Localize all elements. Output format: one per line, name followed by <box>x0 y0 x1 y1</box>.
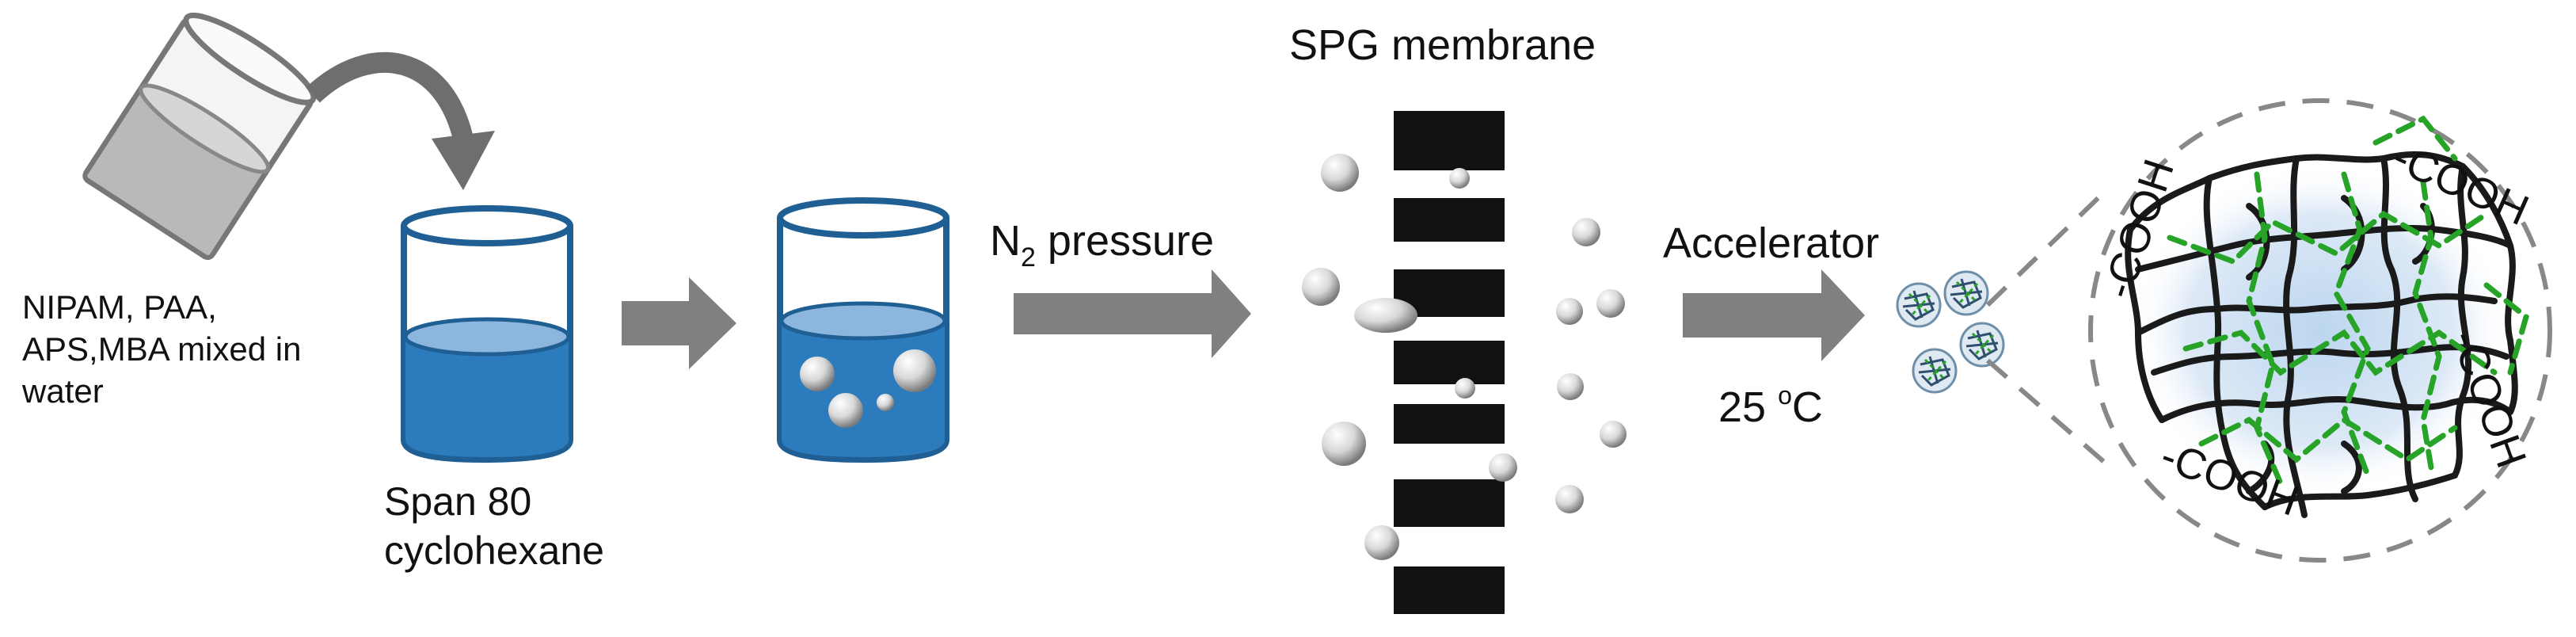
droplet <box>1364 525 1399 560</box>
temperature-value: 25 <box>1718 383 1778 431</box>
reagent-vial <box>82 12 317 261</box>
zoom-line-bottom <box>1986 358 2112 470</box>
oil-phase-beaker <box>401 205 573 463</box>
n2-pressure-label: N2 pressure <box>990 217 1214 273</box>
microgel-particle <box>1959 322 2005 368</box>
membrane-title: SPG membrane <box>1289 21 1596 69</box>
pour-arrowhead <box>432 131 495 190</box>
temperature-label: 25 oC <box>1718 381 1823 431</box>
droplet <box>1596 289 1625 318</box>
n2-subscript: 2 <box>1021 242 1036 273</box>
droplet <box>1489 453 1517 482</box>
droplet <box>828 393 863 428</box>
reagents-label-2: APS,MBA mixed in <box>22 330 301 368</box>
temperature-unit: C <box>1792 383 1823 431</box>
microgel-particles <box>1896 270 2005 394</box>
droplet <box>1449 168 1470 189</box>
emulsion-beaker <box>777 197 949 463</box>
reagents-label-1: NIPAM, PAA, <box>22 288 217 326</box>
accelerator-label: Accelerator <box>1663 219 1879 267</box>
droplet <box>1354 298 1417 333</box>
arrow-3 <box>1683 269 1865 361</box>
oil-label-2: cyclohexane <box>384 528 604 573</box>
microgel-particle <box>1912 348 1958 394</box>
droplet <box>1321 154 1359 192</box>
arrow-1 <box>622 277 736 369</box>
droplet <box>800 357 835 391</box>
droplet <box>1455 378 1475 399</box>
droplet <box>1322 421 1366 466</box>
droplet <box>1556 298 1583 325</box>
microgel-particle <box>1896 282 1942 328</box>
droplet <box>1572 218 1600 246</box>
spg-membrane <box>1394 111 1505 614</box>
pour-arrow <box>306 51 474 142</box>
droplet <box>893 349 936 392</box>
membrane-droplets <box>1302 154 1627 560</box>
zoom-line-top <box>1985 184 2113 307</box>
n2-symbol: N <box>990 217 1021 265</box>
droplet <box>1555 485 1584 513</box>
crosslinker-network <box>2167 115 2530 486</box>
droplet <box>1600 421 1627 448</box>
microgel-particle <box>1943 270 1989 316</box>
droplet <box>877 394 894 411</box>
droplet <box>1302 268 1340 306</box>
n2-pressure-word: pressure <box>1036 217 1214 265</box>
degree-superscript: o <box>1778 381 1792 410</box>
arrow-2 <box>1014 269 1251 358</box>
droplet <box>1557 373 1584 400</box>
oil-label-1: Span 80 <box>384 479 531 524</box>
reagents-label-3: water <box>21 372 104 410</box>
